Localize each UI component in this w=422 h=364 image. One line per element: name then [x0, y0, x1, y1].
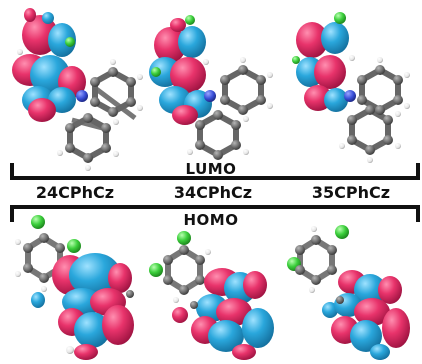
lumo-35cphcz: [292, 12, 410, 163]
homo-bracket: [10, 205, 420, 222]
carbazole-ring: [197, 66, 264, 159]
homo-34cphcz: [149, 231, 274, 360]
chlorophenyl-ring: [165, 246, 203, 294]
molecule-label-34cphcz: 34CPhCz: [173, 183, 253, 202]
molecule-label-24cphcz: 24CPhCz: [35, 183, 115, 202]
lumo-label: LUMO: [185, 160, 237, 178]
chlorophenyl-ring: [297, 236, 335, 284]
homo-label: HOMO: [183, 211, 239, 229]
molecule-label-35cphcz: 35CPhCz: [311, 183, 391, 202]
homo-24cphcz: [15, 215, 134, 360]
lumo-34cphcz: [149, 15, 273, 168]
homo-35cphcz: [287, 225, 410, 360]
lumo-24cphcz: [12, 8, 143, 171]
lumo-bracket: [10, 163, 420, 180]
